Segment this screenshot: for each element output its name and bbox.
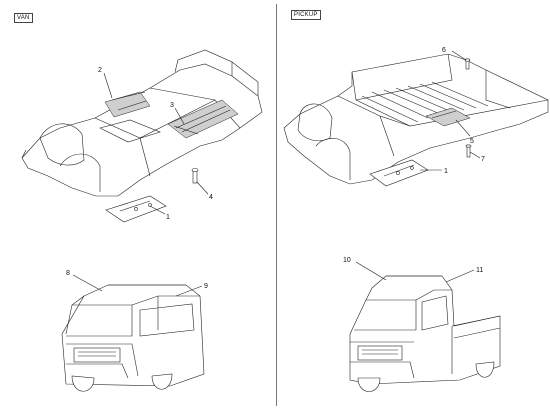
callout-4: 4 — [209, 194, 213, 201]
callout-9: 9 — [204, 283, 208, 290]
callout-1-van: 1 — [166, 214, 170, 221]
pickup-vehicle — [349, 275, 501, 392]
callout-8: 8 — [66, 270, 70, 277]
part-5-plate — [425, 107, 471, 127]
part-7-bolt — [465, 144, 472, 158]
pickup-floor-panel — [283, 53, 549, 185]
part-1-bracket-van — [105, 195, 167, 223]
callout-3: 3 — [170, 102, 174, 109]
callout-6: 6 — [442, 47, 446, 54]
leader-8 — [72, 274, 103, 292]
callout-7: 7 — [481, 156, 485, 163]
leader-3 — [174, 107, 185, 125]
callout-5: 5 — [470, 138, 474, 145]
callout-10: 10 — [343, 257, 351, 264]
callout-1-pickup: 1 — [444, 168, 448, 175]
part-3-floor-plate — [167, 99, 239, 139]
van-floor-panel — [21, 49, 263, 197]
leader-7 — [469, 151, 481, 159]
leader-5 — [455, 119, 471, 137]
leader-9 — [175, 285, 203, 297]
van-label: VAN — [14, 13, 33, 23]
leader-6 — [451, 50, 467, 61]
leader-10 — [355, 261, 387, 281]
leader-2 — [103, 72, 113, 99]
leader-1-van — [149, 205, 166, 215]
panel-divider — [276, 4, 277, 406]
leader-11 — [445, 269, 475, 283]
van-vehicle — [61, 284, 205, 392]
callout-11: 11 — [476, 267, 483, 274]
callout-2: 2 — [98, 67, 102, 74]
pickup-label: PICKUP — [291, 10, 321, 20]
part-4-bolt — [191, 168, 199, 184]
part-2-reinforcement — [104, 91, 151, 118]
part-6-bolt — [464, 58, 471, 70]
leader-4 — [196, 181, 209, 195]
